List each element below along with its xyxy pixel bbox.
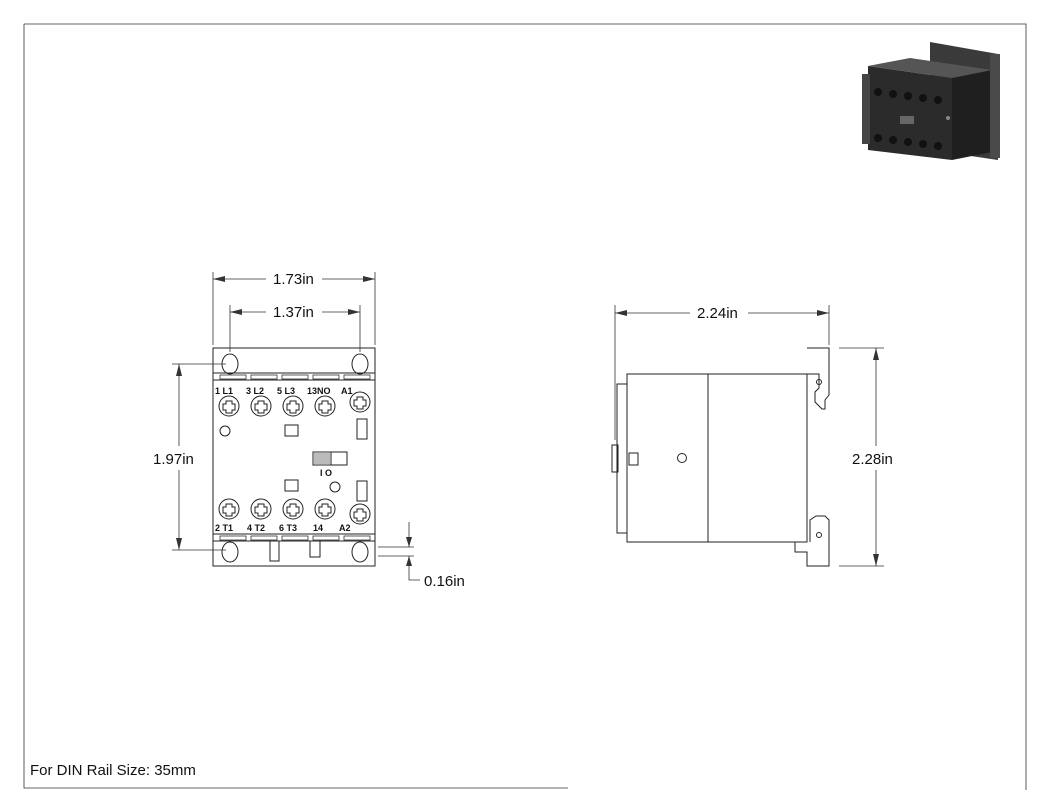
- isometric-product-image: [862, 42, 1000, 160]
- top-terminal-screws: [218, 391, 371, 417]
- dimension-label-front-height: 1.97in: [153, 451, 194, 468]
- terminal-label-bottom-4: 14: [313, 523, 323, 533]
- dimension-label-side-height: 2.28in: [852, 451, 893, 468]
- dimension-rail-offset: 0.16in: [378, 522, 465, 590]
- din-rail-note: For DIN Rail Size: 35mm: [30, 762, 196, 779]
- dimension-label-rail-offset: 0.16in: [424, 573, 465, 590]
- dimension-side-height: 2.28in: [839, 347, 893, 567]
- front-body: [212, 347, 376, 567]
- indicator-io: I O: [320, 468, 332, 478]
- terminal-label-top-5: A1: [341, 386, 353, 396]
- dimension-label-front-inner-width: 1.37in: [273, 304, 314, 321]
- terminal-label-top-2: 3 L2: [246, 386, 264, 396]
- terminal-label-bottom-2: 4 T2: [247, 523, 265, 533]
- dimension-front-height: 1.97in: [153, 363, 226, 551]
- terminal-label-bottom-3: 6 T3: [279, 523, 297, 533]
- dimension-label-front-width: 1.73in: [273, 271, 314, 288]
- terminal-label-top-4: 13NO: [307, 386, 331, 396]
- terminal-label-bottom-5: A2: [339, 523, 351, 533]
- terminal-label-top-1: 1 L1: [215, 386, 233, 396]
- terminal-label-top-3: 5 L3: [277, 386, 295, 396]
- sheet-border: [23, 23, 1027, 790]
- bottom-terminal-screws: [218, 498, 371, 525]
- front-view: 1 L1 3 L2 5 L3 13NO A1 I O: [212, 347, 376, 567]
- dimension-front-inner-width: 1.37in: [229, 304, 361, 352]
- side-view: [611, 347, 830, 567]
- dimension-side-depth: 2.24in: [614, 305, 830, 440]
- terminal-label-bottom-1: 2 T1: [215, 523, 233, 533]
- dimension-front-width: 1.73in: [212, 271, 376, 345]
- dimension-label-side-depth: 2.24in: [697, 305, 738, 322]
